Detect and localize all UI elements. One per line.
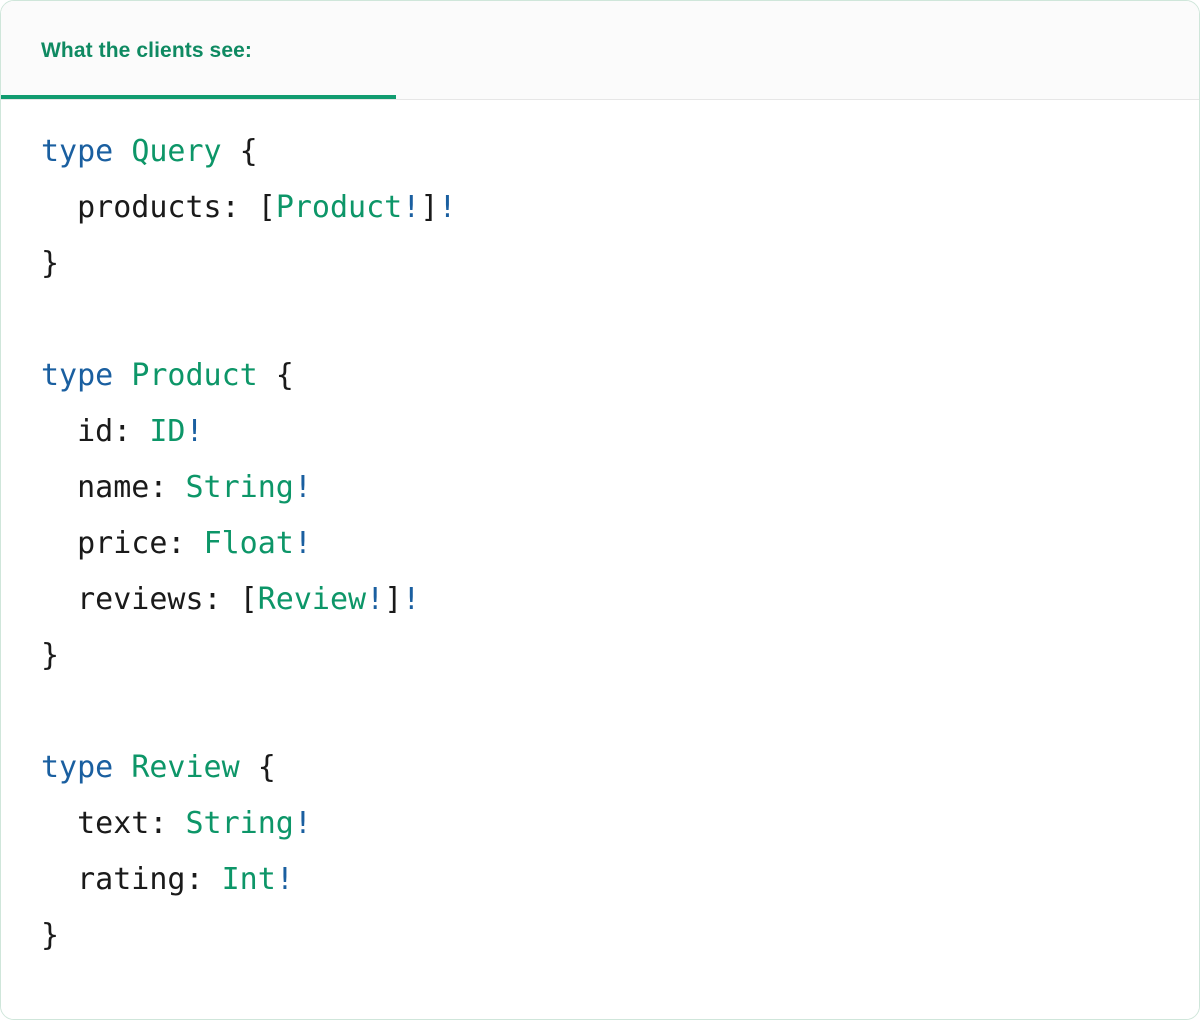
code-token-plain: } xyxy=(41,918,60,953)
code-token-plain xyxy=(113,358,131,393)
code-token-plain: ] xyxy=(384,582,403,617)
code-token-plain: { xyxy=(221,134,258,169)
tab-active-underline xyxy=(1,95,396,99)
code-line: price: Float! xyxy=(41,516,1159,572)
code-token-kw: type xyxy=(41,750,114,785)
tab-what-the-clients-see[interactable]: What the clients see: xyxy=(1,1,396,99)
code-line: id: ID! xyxy=(41,404,1159,460)
code-line: } xyxy=(41,908,1159,964)
graphql-schema-code: type Query { products: [Product!]!}​type… xyxy=(1,124,1199,964)
code-line: } xyxy=(41,236,1159,292)
code-token-bang: ! xyxy=(402,190,421,225)
code-token-plain: } xyxy=(41,638,60,673)
code-token-plain xyxy=(113,134,131,169)
code-token-bang: ! xyxy=(438,190,457,225)
code-token-kw: type xyxy=(41,358,114,393)
code-token-plain: { xyxy=(239,750,276,785)
code-token-plain xyxy=(113,750,131,785)
code-token-plain: id: xyxy=(41,414,150,449)
code-token-plain: name: xyxy=(41,470,186,505)
code-token-bang: ! xyxy=(293,526,312,561)
code-line: reviews: [Review!]! xyxy=(41,572,1159,628)
code-token-plain: rating: xyxy=(41,862,222,897)
tab-strip: What the clients see: xyxy=(1,1,1199,100)
code-token-type: String xyxy=(185,470,294,505)
code-token-type: Review xyxy=(257,582,367,617)
code-blank-line: ​ xyxy=(41,292,1159,348)
code-token-type: Query xyxy=(131,134,222,169)
code-token-bang: ! xyxy=(293,806,312,841)
code-token-type: Review xyxy=(131,750,240,785)
code-line: rating: Int! xyxy=(41,852,1159,908)
code-token-kw: type xyxy=(41,134,114,169)
tab-label: What the clients see: xyxy=(41,38,252,62)
code-token-plain: text: xyxy=(41,806,186,841)
code-line: type Query { xyxy=(41,124,1159,180)
code-line: type Product { xyxy=(41,348,1159,404)
code-token-bang: ! xyxy=(275,862,294,897)
code-token-plain: products: [ xyxy=(41,190,276,225)
code-token-type: Float xyxy=(203,526,294,561)
code-token-plain: price: xyxy=(41,526,204,561)
code-token-plain: ] xyxy=(420,190,439,225)
code-viewer: type Query { products: [Product!]!}​type… xyxy=(1,100,1199,1019)
code-line: } xyxy=(41,628,1159,684)
code-token-bang: ! xyxy=(366,582,385,617)
code-token-plain: reviews: [ xyxy=(41,582,258,617)
code-token-type: String xyxy=(185,806,294,841)
code-line: name: String! xyxy=(41,460,1159,516)
code-line: type Review { xyxy=(41,740,1159,796)
code-token-type: ID xyxy=(149,414,186,449)
code-token-type: Product xyxy=(131,358,258,393)
code-token-bang: ! xyxy=(402,582,421,617)
code-token-bang: ! xyxy=(185,414,204,449)
code-line: products: [Product!]! xyxy=(41,180,1159,236)
code-token-bang: ! xyxy=(293,470,312,505)
code-blank-line: ​ xyxy=(41,684,1159,740)
code-token-type: Product xyxy=(275,190,403,225)
code-token-plain: { xyxy=(257,358,294,393)
code-token-type: Int xyxy=(221,862,276,897)
code-line: text: String! xyxy=(41,796,1159,852)
code-token-plain: } xyxy=(41,246,60,281)
